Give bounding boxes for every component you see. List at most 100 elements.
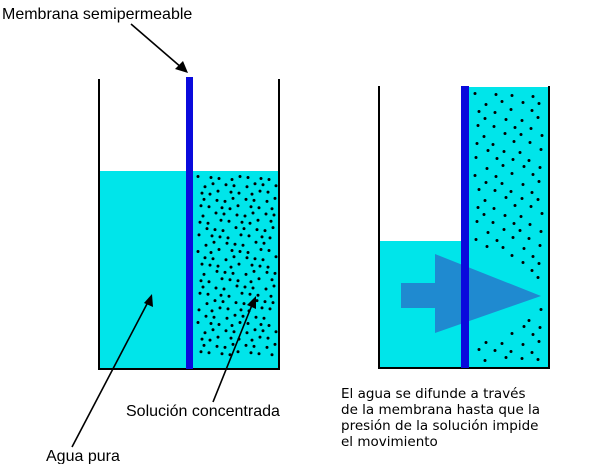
solute-particle	[260, 235, 264, 239]
solute-particle	[218, 306, 222, 310]
solute-particle	[475, 220, 479, 223]
solute-particle	[203, 256, 207, 260]
solute-particle	[484, 341, 488, 344]
solute-particle	[258, 335, 262, 339]
solute-particle	[504, 356, 508, 359]
solute-particle	[520, 119, 524, 122]
caption: El agua se difunde a través de la membra…	[341, 386, 540, 450]
solute-particle	[539, 230, 543, 233]
solute-particle	[261, 329, 265, 333]
solute-particle	[272, 213, 276, 217]
solute-particle	[208, 263, 212, 267]
solute-particle	[220, 206, 224, 210]
solute-particle	[212, 240, 216, 244]
solute-particle	[528, 223, 532, 226]
solute-particle	[223, 199, 227, 203]
solute-particle	[219, 293, 223, 297]
solute-particle	[538, 244, 542, 247]
solute-particle	[239, 308, 243, 312]
solute-particle	[262, 241, 266, 245]
solute-particle	[230, 178, 234, 181]
solute-particle	[224, 329, 228, 333]
solute-particle	[217, 248, 221, 251]
solute-particle	[494, 93, 498, 96]
solute-particle	[482, 135, 486, 138]
solute-particle	[531, 95, 535, 98]
caption-line-1: El agua se difunde a través	[341, 386, 526, 402]
solute-particle	[202, 197, 206, 201]
solute-particle	[249, 351, 253, 355]
solute-particle	[261, 258, 265, 262]
solute-particle	[274, 255, 278, 259]
solute-particle	[230, 249, 234, 252]
solute-particle	[518, 229, 522, 232]
solute-particle	[500, 182, 504, 185]
solute-particle	[266, 265, 270, 269]
solute-particle	[246, 251, 250, 254]
solute-particle	[272, 284, 276, 288]
solute-particle	[493, 349, 497, 352]
concentrated-solution-label: Solución concentrada	[126, 403, 280, 420]
solute-particle	[259, 248, 263, 251]
solute-particle	[509, 350, 513, 353]
solute-particle	[509, 108, 513, 111]
solute-particle	[519, 133, 523, 136]
solute-particle	[267, 249, 271, 252]
solute-particle	[536, 276, 540, 279]
solute-particle	[211, 328, 215, 332]
solute-particle	[527, 159, 531, 162]
solute-particle	[215, 269, 219, 273]
solute-particle	[537, 102, 541, 105]
solute-particle	[473, 174, 477, 177]
solute-particle	[537, 262, 541, 265]
solute-particle	[267, 178, 271, 181]
solution-fill-right	[469, 87, 549, 368]
solute-particle	[235, 284, 239, 288]
solute-particle	[511, 236, 515, 239]
pure-water-pointer-line	[71, 301, 149, 448]
solute-particle	[503, 132, 507, 135]
solute-particle	[246, 176, 250, 179]
solute-particle	[223, 345, 227, 349]
solute-particle	[504, 118, 508, 121]
solute-particle	[510, 332, 514, 335]
solute-particle	[500, 100, 504, 103]
solute-particle	[531, 173, 535, 176]
concentrated-pointer-head	[247, 296, 256, 309]
solute-particle	[215, 344, 219, 348]
solute-particle	[205, 227, 209, 231]
solute-particle	[244, 197, 248, 201]
solute-particle	[504, 196, 508, 199]
solute-particle	[264, 287, 268, 291]
solute-particle	[538, 166, 542, 169]
solute-particle	[530, 269, 534, 272]
solute-particle	[502, 150, 506, 153]
solute-particle	[200, 337, 204, 341]
solute-particle	[493, 189, 497, 192]
solute-particle	[268, 236, 272, 240]
solute-particle	[204, 314, 208, 318]
solute-particle	[540, 134, 544, 137]
solute-particle	[240, 220, 244, 224]
solute-particle	[258, 189, 262, 193]
caption-line-4: el movimiento	[341, 434, 438, 450]
solute-particle	[220, 277, 224, 281]
solute-particle	[235, 213, 239, 217]
solute-particle	[483, 199, 487, 202]
solute-particle	[252, 198, 256, 202]
solute-particle	[238, 321, 242, 324]
solute-particle	[208, 192, 212, 196]
solute-particle	[513, 204, 517, 207]
solute-particles-right	[473, 92, 544, 362]
solute-particle	[223, 270, 227, 274]
solute-particle	[250, 263, 254, 267]
membrane-pointer-head	[175, 61, 188, 73]
solute-particle	[477, 110, 481, 113]
solute-particle	[482, 213, 486, 216]
solute-particle	[213, 299, 217, 303]
solute-particle	[233, 313, 237, 317]
solute-particle	[510, 254, 514, 257]
solute-particle	[245, 331, 249, 335]
solute-particle	[250, 192, 254, 196]
